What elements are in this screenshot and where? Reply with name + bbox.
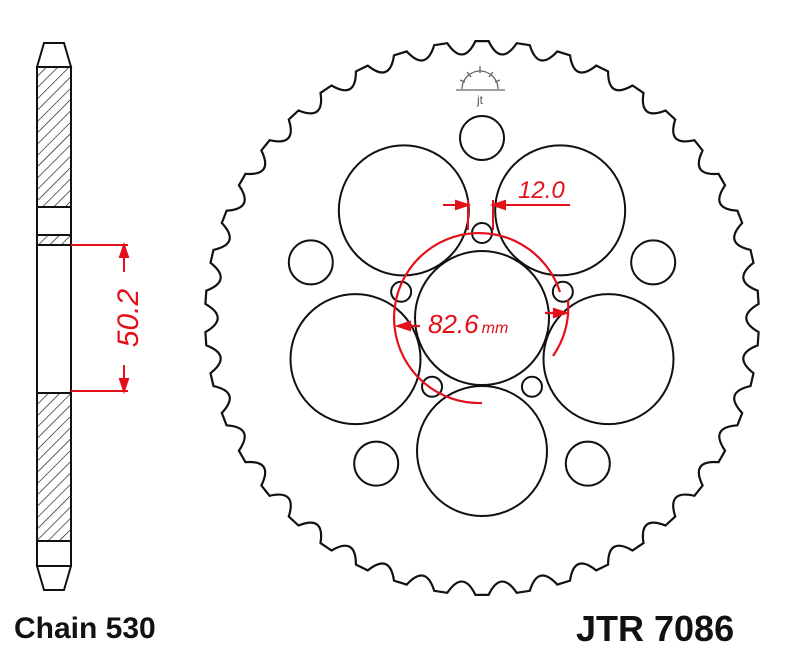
bolt-hole-dimension bbox=[443, 199, 570, 230]
lightening-hole-small bbox=[353, 440, 400, 487]
sprocket-outline bbox=[204, 40, 760, 596]
hub-offset-dimension bbox=[71, 241, 130, 395]
jt-logo bbox=[456, 66, 505, 91]
logo-text: jt bbox=[476, 93, 484, 107]
lightening-hole-small bbox=[630, 239, 677, 286]
part-number: JTR 7086 bbox=[576, 608, 735, 649]
lightening-hole-large bbox=[542, 293, 675, 426]
bolt-hole bbox=[520, 375, 543, 398]
lightening-hole-large bbox=[416, 385, 548, 517]
bolt-hole bbox=[551, 280, 574, 303]
pcd-dimension bbox=[392, 231, 570, 405]
pcd-value: 82.6 bbox=[428, 309, 479, 339]
lightening-hole-small bbox=[459, 115, 505, 161]
bolt-hole-label: 12.0 bbox=[518, 177, 565, 204]
lightening-hole-large bbox=[289, 293, 422, 426]
hub-offset-label: 50.2 bbox=[112, 288, 145, 347]
lightening-hole-large bbox=[337, 144, 470, 277]
lightening-hole-large bbox=[494, 144, 627, 277]
chain-label: Chain 530 bbox=[14, 612, 156, 645]
side-profile bbox=[35, 42, 73, 591]
lightening-hole-small bbox=[287, 239, 334, 286]
sprocket-holes bbox=[287, 115, 677, 517]
lightening-hole-small bbox=[564, 440, 611, 487]
pcd-unit: mm bbox=[482, 320, 509, 337]
